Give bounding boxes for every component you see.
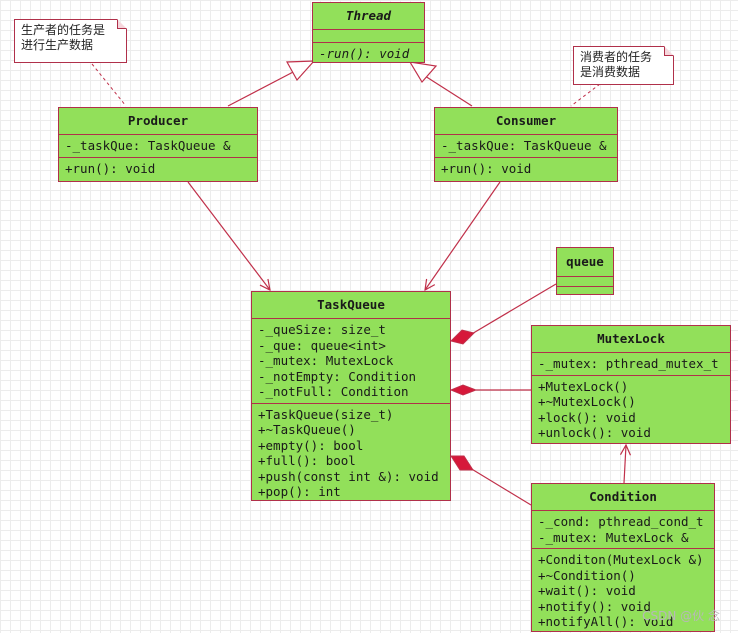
- class-mutexlock-attribute: -_mutex: pthread_mutex_t: [538, 356, 719, 371]
- condition-composition-diamond: [450, 455, 474, 471]
- class-taskqueue-attribute: -_notFull: Condition: [258, 384, 409, 399]
- class-consumer-attribute: -_taskQue: TaskQueue &: [441, 138, 607, 153]
- class-thread-attributes: [313, 30, 424, 43]
- producer-taskqueue-association: [187, 181, 270, 290]
- class-producer-method: +run(): void: [65, 160, 156, 176]
- class-mutexlock-attributes: -_mutex: pthread_mutex_t: [532, 353, 730, 376]
- class-thread-method: -run(): void: [319, 46, 410, 61]
- consumer-note-anchor: [570, 83, 601, 107]
- producer-note: 生产者的任务是 进行生产数据: [14, 19, 127, 63]
- consumer-note-line-2: 是消费数据: [580, 65, 641, 79]
- consumer-note: 消费者的任务 是消费数据: [573, 46, 674, 85]
- note-fold-icon: [664, 46, 674, 56]
- producer-note-anchor: [91, 63, 127, 107]
- consumer-generalization-line: [424, 75, 473, 107]
- class-thread[interactable]: Thread -run(): void: [312, 2, 425, 63]
- class-mutexlock-method: +lock(): void: [538, 409, 636, 425]
- watermark: CSDN @伙 念: [642, 609, 720, 623]
- class-consumer-method: +run(): void: [441, 160, 532, 176]
- class-producer-name: Producer: [59, 108, 257, 135]
- class-mutexlock-methods: +MutexLock() +~MutexLock() +lock(): void…: [532, 376, 730, 444]
- class-producer[interactable]: Producer -_taskQue: TaskQueue & +run(): …: [58, 107, 258, 182]
- producer-generalization-line: [227, 69, 298, 107]
- condition-mutexlock-association: [624, 445, 626, 484]
- class-taskqueue-methods: +TaskQueue(size_t) +~TaskQueue() +empty(…: [252, 404, 450, 503]
- class-condition-method: +~Condition(): [538, 567, 636, 583]
- note-fold-icon: [117, 19, 127, 29]
- consumer-note-line-1: 消费者的任务: [580, 50, 653, 64]
- class-queue-name: queue: [557, 248, 613, 277]
- class-consumer-attributes: -_taskQue: TaskQueue &: [435, 135, 617, 158]
- class-mutexlock-method: +~MutexLock(): [538, 394, 636, 409]
- producer-note-line-1: 生产者的任务是: [21, 23, 106, 37]
- class-taskqueue-name: TaskQueue: [252, 292, 450, 319]
- class-mutexlock[interactable]: MutexLock -_mutex: pthread_mutex_t +Mute…: [531, 325, 731, 444]
- class-consumer[interactable]: Consumer -_taskQue: TaskQueue & +run(): …: [434, 107, 618, 182]
- class-taskqueue-method: +full(): bool: [258, 453, 356, 468]
- class-producer-attribute: -_taskQue: TaskQueue &: [65, 138, 231, 153]
- condition-composition-line: [469, 467, 532, 506]
- class-taskqueue-attributes: -_queSize: size_t -_que: queue<int> -_mu…: [252, 319, 450, 404]
- producer-note-line-2: 进行生产数据: [21, 38, 94, 52]
- class-condition-attribute: -_cond: pthread_cond_t: [538, 514, 704, 529]
- class-taskqueue-attribute: -_queSize: size_t: [258, 322, 386, 337]
- consumer-taskqueue-association: [425, 181, 501, 290]
- class-consumer-methods: +run(): void: [435, 158, 617, 180]
- class-condition-method: +Conditon(MutexLock &): [538, 552, 704, 567]
- class-condition-method: +notifyAll(): void: [538, 614, 674, 629]
- class-condition-method: +wait(): void: [538, 583, 636, 598]
- mutexlock-composition-diamond: [449, 384, 478, 396]
- class-consumer-name: Consumer: [435, 108, 617, 135]
- class-condition-method: +notify(): void: [538, 598, 651, 614]
- class-producer-methods: +run(): void: [59, 158, 257, 180]
- class-taskqueue[interactable]: TaskQueue -_queSize: size_t -_que: queue…: [251, 291, 451, 501]
- class-taskqueue-method: +empty(): bool: [258, 437, 364, 453]
- class-taskqueue-method: +~TaskQueue(): [258, 422, 356, 437]
- class-condition-methods: +Conditon(MutexLock &) +~Condition() +wa…: [532, 549, 714, 633]
- class-taskqueue-method: +push(const int &): void: [258, 468, 439, 484]
- class-taskqueue-attribute: -_mutex: MutexLock: [258, 353, 394, 368]
- class-condition-attribute: -_mutex: MutexLock &: [538, 529, 689, 545]
- class-mutexlock-method: +MutexLock(): [538, 378, 629, 394]
- class-mutexlock-name: MutexLock: [532, 326, 730, 353]
- class-taskqueue-attribute: -_notEmpty: Condition: [258, 368, 417, 384]
- consumer-generalization-triangle: [408, 61, 438, 84]
- queue-composition-diamond: [450, 329, 475, 345]
- class-condition[interactable]: Condition -_cond: pthread_cond_t -_mutex…: [531, 483, 715, 632]
- class-taskqueue-attribute: -_que: queue<int>: [258, 337, 386, 353]
- class-queue-attributes: [557, 277, 613, 287]
- producer-generalization-triangle: [286, 60, 316, 82]
- class-mutexlock-method: +unlock(): void: [538, 425, 651, 440]
- class-thread-name: Thread: [313, 3, 424, 30]
- class-taskqueue-method: +TaskQueue(size_t): [258, 406, 394, 422]
- class-queue[interactable]: queue: [556, 247, 614, 295]
- class-producer-attributes: -_taskQue: TaskQueue &: [59, 135, 257, 158]
- class-taskqueue-method: +pop(): int: [258, 484, 341, 499]
- class-condition-name: Condition: [532, 484, 714, 511]
- class-condition-attributes: -_cond: pthread_cond_t -_mutex: MutexLoc…: [532, 511, 714, 549]
- queue-composition-line: [469, 283, 557, 336]
- class-queue-methods: [557, 287, 613, 296]
- class-thread-methods: -run(): void: [313, 43, 424, 65]
